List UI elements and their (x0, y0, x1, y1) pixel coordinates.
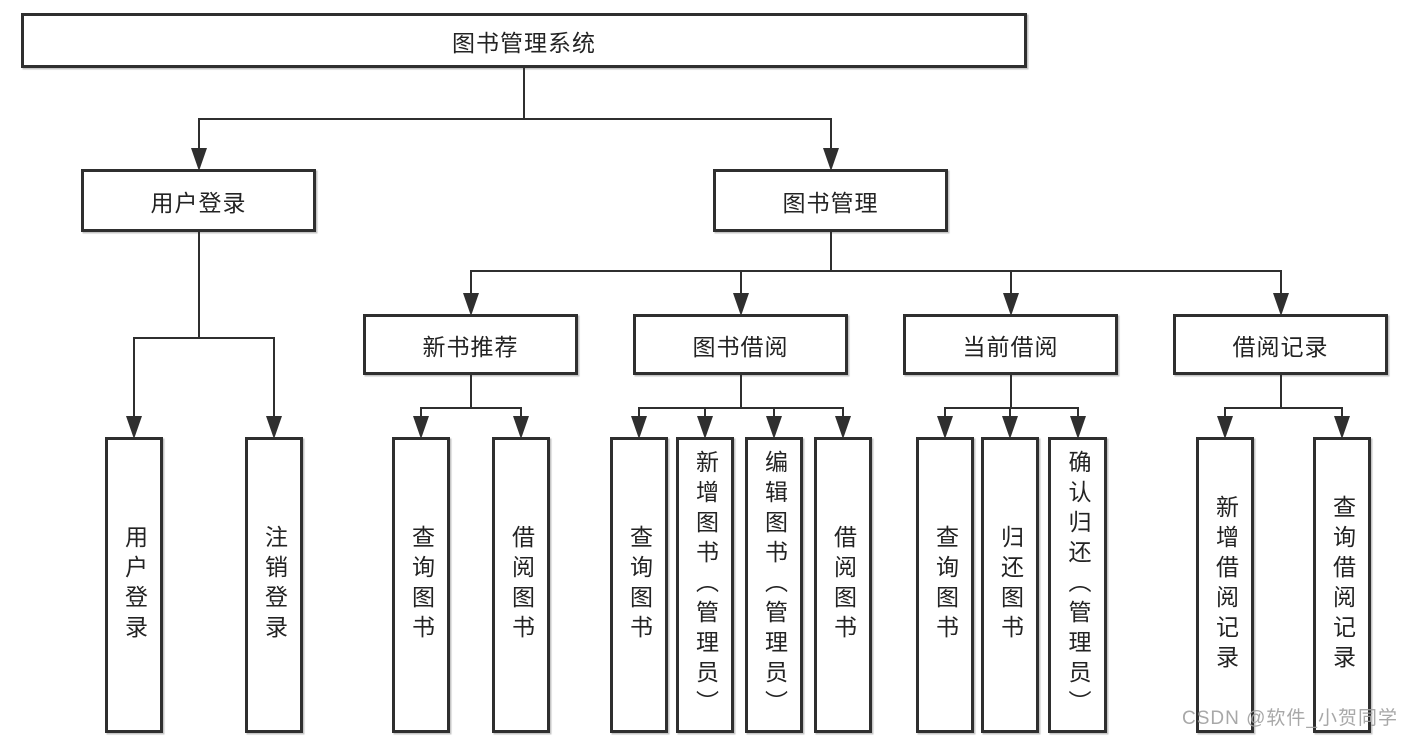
connector-stub (1280, 375, 1282, 407)
arrow-down-icon (1273, 293, 1289, 316)
connector-drop (1009, 407, 1011, 418)
connector-drop (704, 407, 706, 418)
connector-stub (523, 68, 525, 118)
arrow-down-icon (733, 293, 749, 316)
node-book-borrow: 图书借阅 (633, 314, 848, 375)
node-br-add-record: 新增借阅记录 (1196, 437, 1254, 733)
connector-drop (198, 118, 200, 150)
arrow-down-icon (1002, 416, 1018, 439)
node-rec-query-books: 查询图书 (392, 437, 450, 733)
connector-branch (420, 407, 522, 409)
arrow-down-icon (513, 416, 529, 439)
arrow-down-icon (126, 416, 142, 439)
node-logout: 注销登录 (245, 437, 303, 733)
arrow-down-icon (413, 416, 429, 439)
connector-branch (944, 407, 1079, 409)
node-bb-query-books: 查询图书 (610, 437, 668, 733)
connector-drop (1010, 270, 1012, 295)
arrow-down-icon (1070, 416, 1086, 439)
connector-stub (470, 375, 472, 407)
connector-drop (133, 337, 135, 418)
arrow-down-icon (835, 416, 851, 439)
connector-stub (740, 375, 742, 407)
watermark: CSDN @软件_小贺同学 (1182, 708, 1398, 729)
arrow-down-icon (697, 416, 713, 439)
connector-drop (420, 407, 422, 418)
connector-branch (198, 118, 832, 120)
connector-branch (1224, 407, 1343, 409)
connector-drop (470, 270, 472, 295)
node-borrow-records: 借阅记录 (1173, 314, 1388, 375)
connector-drop (842, 407, 844, 418)
arrow-down-icon (266, 416, 282, 439)
node-cb-confirm-return: 确认归还（管理员） (1048, 437, 1107, 733)
arrow-down-icon (191, 148, 207, 171)
node-user-login: 用户登录 (81, 169, 316, 232)
connector-drop (638, 407, 640, 418)
connector-branch (638, 407, 844, 409)
connector-drop (273, 337, 275, 418)
node-br-query-record: 查询借阅记录 (1313, 437, 1371, 733)
node-bb-edit-books: 编辑图书（管理员） (745, 437, 803, 733)
arrow-down-icon (766, 416, 782, 439)
connector-drop (1077, 407, 1079, 418)
node-cb-return-books: 归还图书 (981, 437, 1039, 733)
connector-branch (470, 270, 1282, 272)
node-bb-borrow-books: 借阅图书 (814, 437, 872, 733)
connector-stub (830, 232, 832, 270)
node-book-mgmt: 图书管理 (713, 169, 948, 232)
arrow-down-icon (631, 416, 647, 439)
node-bb-add-books: 新增图书（管理员） (676, 437, 734, 733)
connector-drop (1224, 407, 1226, 418)
connector-drop (830, 118, 832, 150)
arrow-down-icon (1334, 416, 1350, 439)
connector-drop (520, 407, 522, 418)
node-login: 用户登录 (105, 437, 163, 733)
node-current-borrow: 当前借阅 (903, 314, 1118, 375)
arrow-down-icon (1217, 416, 1233, 439)
node-new-book-rec: 新书推荐 (363, 314, 578, 375)
connector-drop (773, 407, 775, 418)
connector-drop (1280, 270, 1282, 295)
arrow-down-icon (823, 148, 839, 171)
connector-branch (133, 337, 275, 339)
node-root: 图书管理系统 (21, 13, 1027, 68)
connector-drop (1341, 407, 1343, 418)
arrow-down-icon (1003, 293, 1019, 316)
connector-stub (198, 232, 200, 337)
connector-drop (740, 270, 742, 295)
node-cb-query-books: 查询图书 (916, 437, 974, 733)
connector-stub (1010, 375, 1012, 407)
arrow-down-icon (463, 293, 479, 316)
arrow-down-icon (937, 416, 953, 439)
node-rec-borrow-books: 借阅图书 (492, 437, 550, 733)
connector-drop (944, 407, 946, 418)
